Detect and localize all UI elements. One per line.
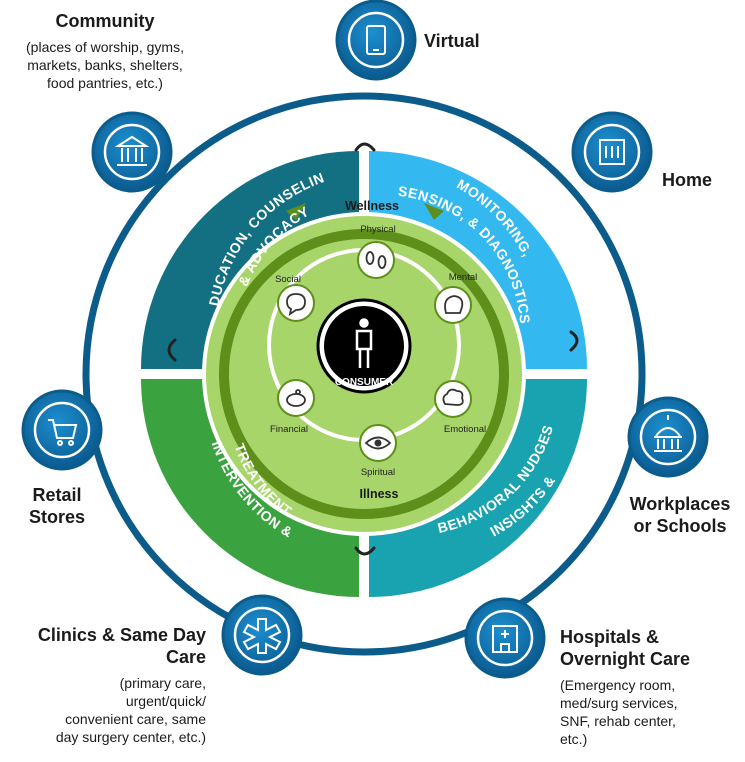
retail-title: Retail Stores	[12, 484, 102, 528]
setting-node-clinics	[221, 594, 303, 676]
hospitals-title-line: Overnight Care	[560, 649, 691, 669]
illness-label: Illness	[360, 487, 399, 501]
smartphone-icon	[366, 25, 386, 55]
cloud-icon	[442, 388, 464, 406]
building-icon	[599, 139, 625, 165]
setting-node-workplaces	[627, 396, 709, 478]
community-detail-line: (places of worship, gyms,	[26, 39, 184, 55]
dimension-node-mental	[434, 286, 472, 324]
dimension-label-financial: Financial	[270, 424, 308, 435]
dimension-label-mental: Mental	[449, 272, 478, 283]
clinics-title: Clinics & Same Day Care	[10, 624, 206, 668]
hospitals-detail-line: (Emergency room,	[560, 677, 676, 693]
dimension-label-emotional: Emotional	[444, 424, 486, 435]
cart-icon	[48, 419, 78, 446]
band-arrow-right	[424, 203, 444, 220]
bank-icon	[114, 135, 150, 166]
wellness-band	[219, 229, 509, 519]
sector-connectors	[167, 142, 579, 556]
clinics-detail-line: convenient care, same	[65, 711, 206, 727]
retail-title-line: Stores	[28, 507, 86, 527]
dimension-label-physical: Physical	[360, 224, 395, 235]
community-detail-line: food pantries, etc.)	[47, 75, 163, 91]
dimension-node-financial	[277, 379, 315, 417]
setting-node-community	[91, 111, 173, 193]
hospitals-detail-line: med/surg services,	[560, 695, 678, 711]
wellness-label: Wellness	[345, 199, 399, 213]
hospitals-title: Hospitals & Overnight Care	[560, 626, 740, 670]
dimension-node-emotional	[434, 380, 472, 418]
workplaces-title-line: or Schools	[633, 516, 727, 536]
piggy-bank-icon	[286, 389, 306, 407]
hospitals-title-line: Hospitals &	[560, 627, 660, 647]
setting-node-virtual	[335, 0, 417, 81]
community-title: Community	[55, 11, 155, 31]
workplaces-title: Workplaces or Schools	[620, 493, 740, 537]
hospital-icon	[492, 625, 518, 653]
workplaces-title-line: Workplaces	[629, 494, 731, 514]
setting-node-retail	[21, 389, 103, 471]
clinics-title-line: Care	[165, 647, 206, 667]
person-icon	[355, 318, 373, 368]
clinics-title-line: Clinics & Same Day	[37, 625, 206, 645]
capitol-icon	[654, 415, 682, 452]
dimension-label-spiritual: Spiritual	[361, 467, 395, 478]
dimension-label-social: Social	[275, 274, 301, 285]
dimension-node-physical	[357, 241, 395, 279]
medical-star-icon	[242, 618, 282, 654]
virtual-title: Virtual	[424, 31, 480, 51]
footprints-icon	[365, 251, 387, 269]
home-title: Home	[662, 170, 713, 190]
consumer-label: CONSUMER	[335, 377, 394, 388]
clinics-detail-line: day surgery center, etc.)	[55, 729, 206, 745]
head-icon	[444, 295, 464, 314]
hospitals-detail: (Emergency room, med/surg services, SNF,…	[560, 676, 740, 748]
eye-icon	[364, 436, 392, 450]
community-detail: (places of worship, gyms, markets, banks…	[10, 38, 200, 92]
clinics-detail-line: (primary care,	[119, 675, 206, 691]
speech-bubble-icon	[286, 293, 306, 316]
outer-ring	[82, 92, 646, 656]
clinics-detail-line: urgent/quick/	[125, 693, 206, 709]
hospitals-detail-line: etc.)	[560, 731, 588, 747]
setting-node-home	[571, 111, 653, 193]
dimension-node-social	[277, 284, 315, 322]
dimension-node-spiritual	[359, 424, 397, 462]
clinics-detail: (primary care, urgent/quick/ convenient …	[10, 674, 206, 746]
hospitals-detail-line: SNF, rehab center,	[560, 713, 676, 729]
consumer-core	[324, 306, 404, 386]
retail-title-line: Retail	[32, 485, 82, 505]
band-arrow-left	[286, 203, 306, 220]
setting-node-hospitals	[464, 597, 546, 679]
community-detail-line: markets, banks, shelters,	[27, 57, 183, 73]
